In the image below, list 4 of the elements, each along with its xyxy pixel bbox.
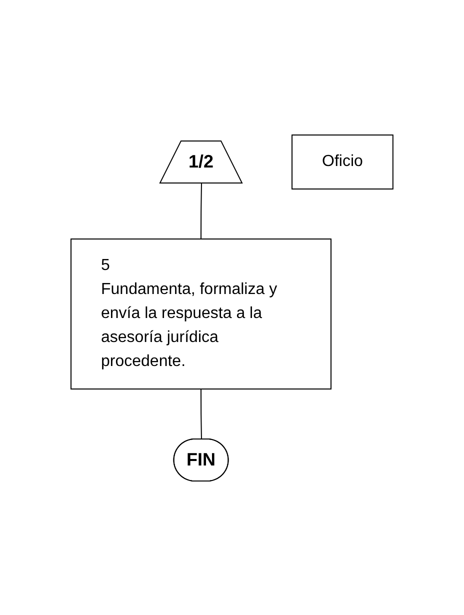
connector [200, 388, 202, 440]
connector [200, 182, 202, 239]
node-box: Oficio [292, 134, 394, 189]
node-box: 5 Fundamenta, formaliza y envía la respuesta a la asesoría jurídica procedente. [70, 238, 332, 389]
